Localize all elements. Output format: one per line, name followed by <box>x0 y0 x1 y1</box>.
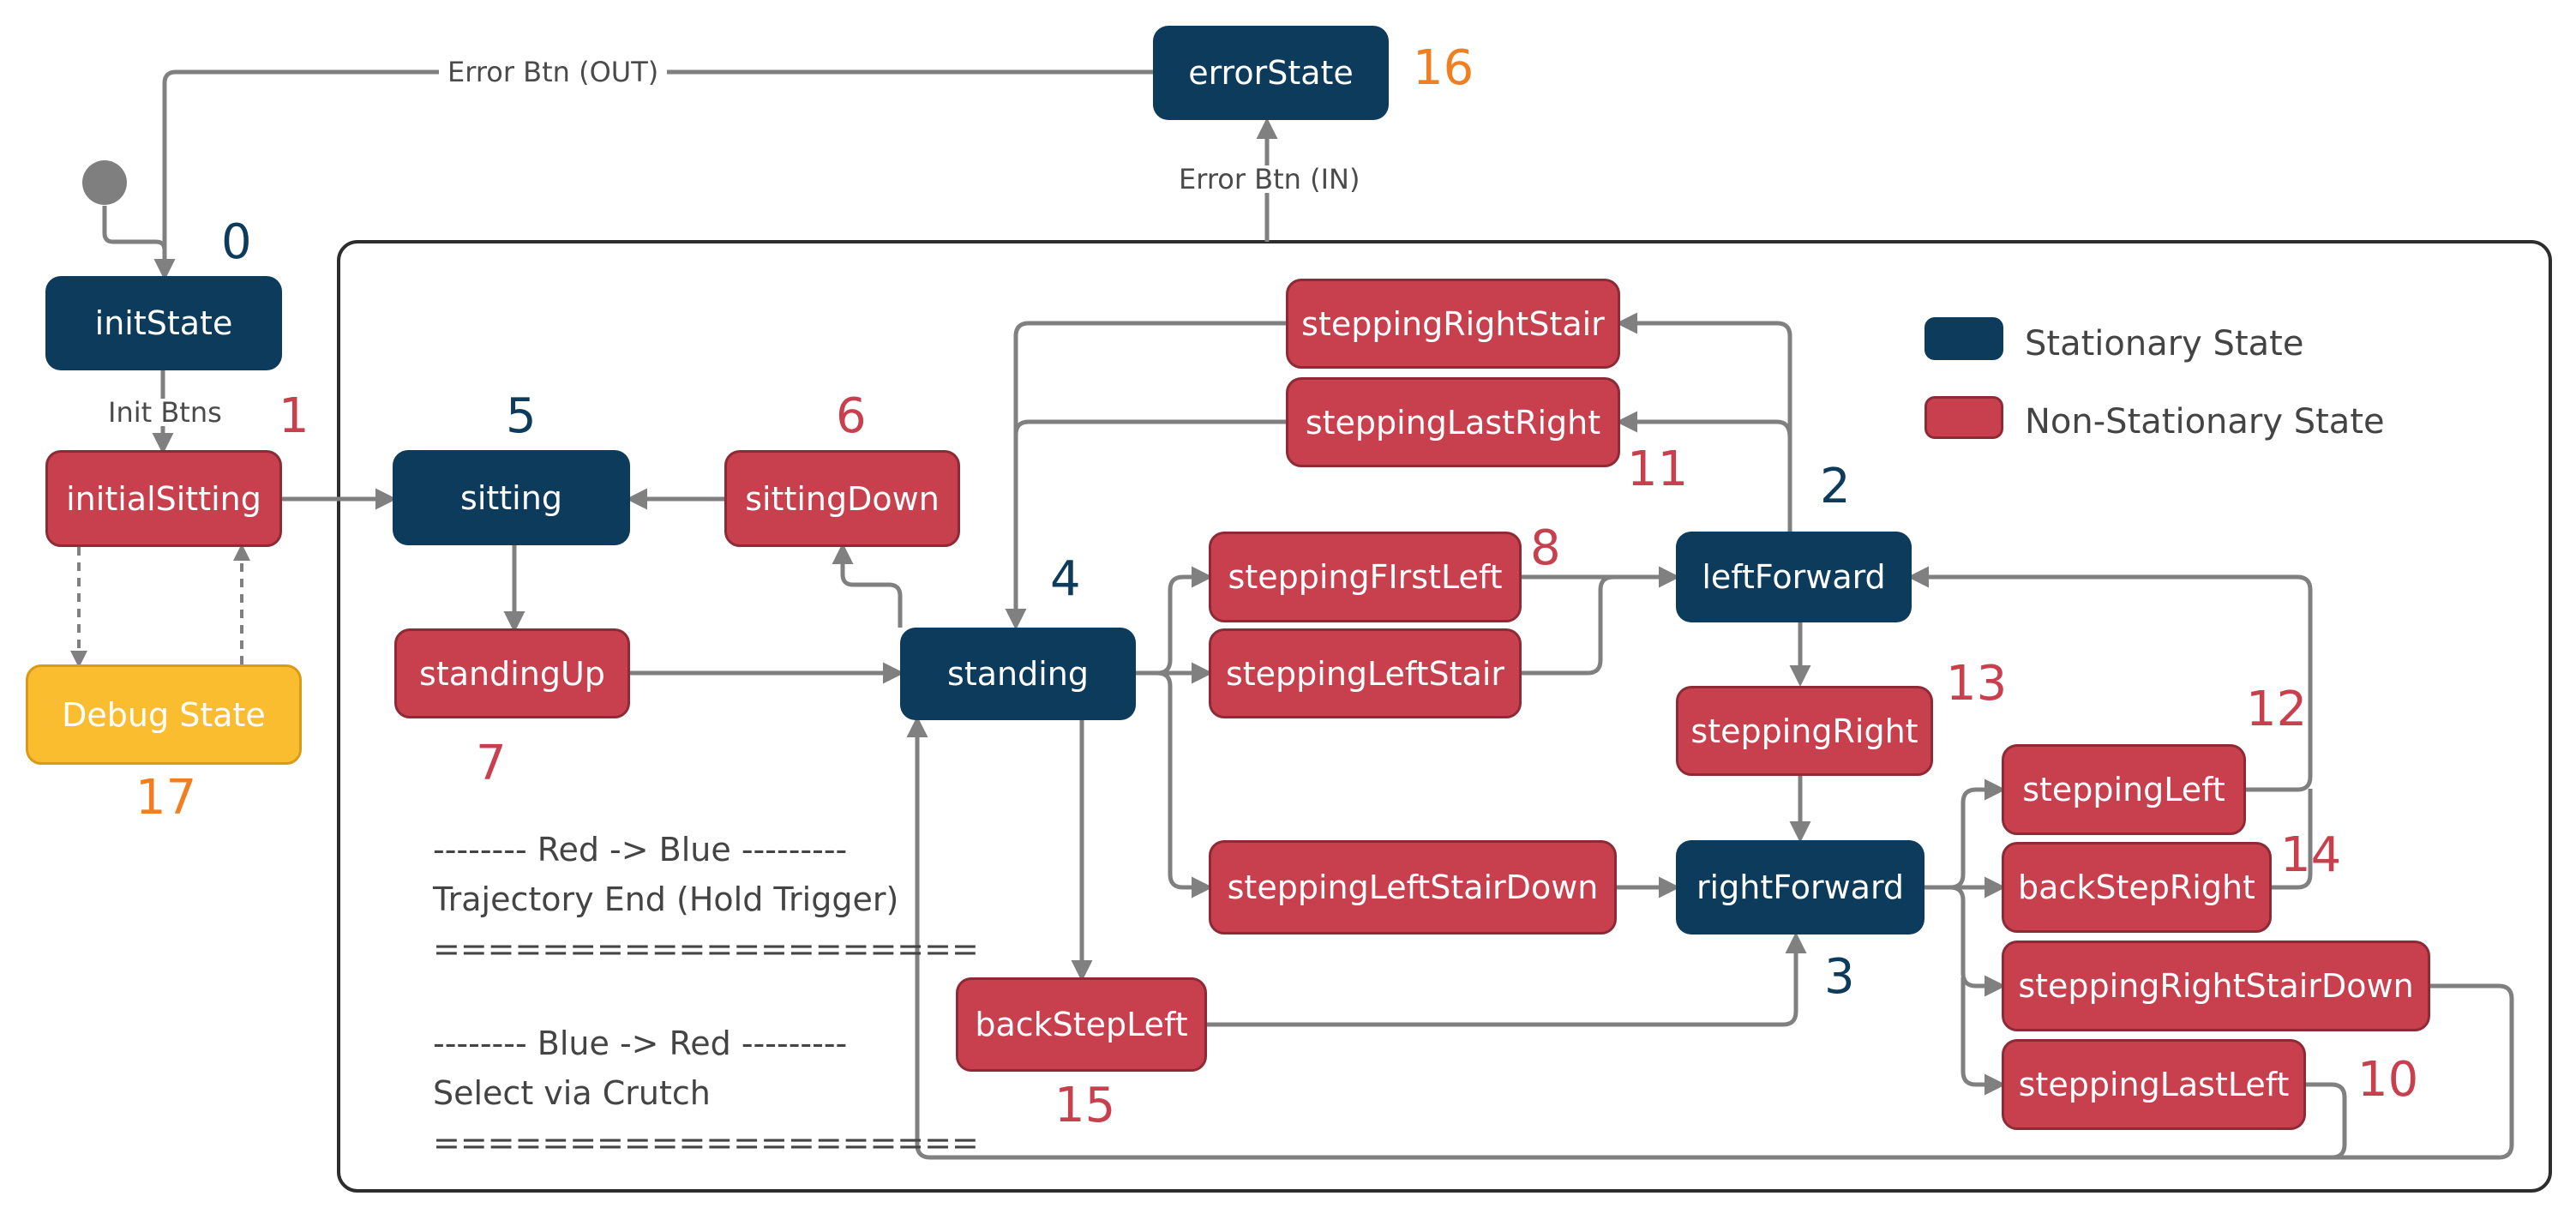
state-number-steppinglastright: 11 <box>1627 442 1689 497</box>
note-blue-to-red-text: Select via Crutch <box>433 1074 711 1112</box>
state-initstate: initState <box>45 276 282 370</box>
state-steppingleftstair: steppingLeftStair <box>1209 628 1522 718</box>
state-label: standingUp <box>419 654 605 693</box>
state-standingup: standingUp <box>394 628 630 718</box>
state-steppingrightstairdown: steppingRightStairDown <box>2002 941 2430 1031</box>
state-label: steppingRightStairDown <box>2018 967 2414 1005</box>
note-red-to-blue-header: -------- Red -> Blue --------- <box>433 831 848 868</box>
state-label: initialSitting <box>66 479 261 518</box>
state-backstepright: backStepRight <box>2002 842 2272 933</box>
state-initialsitting: initialSitting <box>45 450 282 547</box>
state-rightforward: rightForward <box>1676 840 1924 935</box>
state-leftforward: leftForward <box>1676 532 1912 622</box>
state-backstepleft: backStepLeft <box>956 977 1207 1072</box>
state-steppingright: steppingRight <box>1676 686 1933 776</box>
edge-leftstair-leftforward <box>1522 574 1676 676</box>
note-red-to-blue-text: Trajectory End (Hold Trigger) <box>433 880 899 918</box>
edge-backstepright-leftforward <box>2272 789 2313 890</box>
edge-rightforward-lastleft <box>1961 977 2006 1096</box>
state-label: steppingLeftStairDown <box>1227 868 1599 906</box>
initial-pseudostate <box>82 160 127 205</box>
state-number-initstate: 0 <box>221 214 252 270</box>
state-steppingrightstair: steppingRightStair <box>1286 279 1620 369</box>
edge-leftforward-rightstair <box>1616 312 1792 532</box>
state-label: initState <box>94 304 233 342</box>
state-label: steppingLeftStair <box>1225 654 1505 693</box>
state-label: steppingLastLeft <box>2018 1066 2290 1103</box>
state-label: standing <box>947 655 1089 693</box>
state-sitting: sitting <box>393 450 630 545</box>
edge-lastleft-standing <box>2306 1082 2347 1160</box>
edge-standing-sittingdown <box>832 543 903 628</box>
note-blue-to-red-rule: ==================== <box>433 1124 979 1162</box>
state-number-errorstate: 16 <box>1413 40 1474 96</box>
legend-label-stationary: Stationary State <box>2025 324 2304 364</box>
state-steppingleft: steppingLeft <box>2002 744 2246 835</box>
edge-standing-firstleft <box>1136 566 1213 676</box>
state-number-steppingfirstleft: 8 <box>1530 520 1561 576</box>
edge-rightforward-rightstairdown <box>1949 885 2006 997</box>
state-label: steppingLastRight <box>1305 403 1601 442</box>
state-label: Debug State <box>62 695 266 734</box>
state-number-steppingright: 13 <box>1946 656 2008 712</box>
edge-rightforward-steppingleft <box>1924 778 2006 890</box>
state-label: backStepLeft <box>975 1006 1188 1043</box>
state-number-initialsitting: 1 <box>279 388 309 444</box>
superstate-container <box>337 240 2552 1193</box>
legend-swatch-stationary <box>1924 317 2003 360</box>
state-number-backstepleft: 15 <box>1054 1078 1116 1133</box>
edge-lastright-standing <box>1013 419 1286 436</box>
state-number-backstepright: 14 <box>2280 827 2342 883</box>
edge-steppingleft-leftforward <box>1907 566 2313 792</box>
state-number-debug: 17 <box>135 770 197 826</box>
edge-label-error-in: Error Btn (IN) <box>1170 165 1369 193</box>
state-label: backStepRight <box>2018 868 2255 906</box>
state-label: sitting <box>460 478 562 517</box>
state-label: sittingDown <box>745 479 940 518</box>
state-steppingfirstleft: steppingFIrstLeft <box>1209 532 1522 622</box>
edge-backstepleft-rightforward <box>1207 932 1807 1027</box>
state-steppinglastright: steppingLastRight <box>1286 377 1620 467</box>
state-standing: standing <box>900 628 1136 720</box>
state-number-standingup: 7 <box>476 736 507 791</box>
edge-label-init-btns: Init Btns <box>99 399 231 426</box>
state-steppinglastleft: steppingLastLeft <box>2002 1039 2306 1130</box>
state-number-leftforward: 2 <box>1820 459 1851 514</box>
state-errorstate: errorState <box>1153 26 1389 120</box>
state-number-standing: 4 <box>1050 551 1081 607</box>
state-number-sittingdown: 6 <box>836 388 867 444</box>
edge-standing-leftstairdown <box>1156 670 1213 898</box>
state-label: steppingRight <box>1690 712 1918 750</box>
state-debug: Debug State <box>26 664 302 765</box>
state-number-rightforward: 3 <box>1824 949 1855 1005</box>
state-label: leftForward <box>1702 558 1886 596</box>
note-blue-to-red-header: -------- Blue -> Red --------- <box>433 1025 848 1062</box>
edge-start-to-initstate <box>102 206 176 280</box>
note-red-to-blue-rule: ==================== <box>433 930 979 968</box>
state-label: steppingFIrstLeft <box>1228 558 1503 596</box>
state-label: errorState <box>1188 54 1354 92</box>
edge-rightstairdown-standing <box>906 716 2514 1160</box>
state-label: steppingLeft <box>2022 771 2225 808</box>
edge-label-error-out: Error Btn (OUT) <box>439 58 668 86</box>
state-number-sitting: 5 <box>506 388 537 444</box>
state-label: rightForward <box>1696 868 1905 906</box>
edge-leftforward-lastright <box>1616 411 1792 438</box>
state-number-steppinglastleft: 10 <box>2357 1052 2419 1108</box>
edge-rightstair-standing <box>1005 321 1286 630</box>
state-label: steppingRightStair <box>1301 304 1605 343</box>
state-number-steppingleft: 12 <box>2246 682 2308 737</box>
state-sittingdown: sittingDown <box>724 450 960 547</box>
edge-error-out <box>153 69 1153 280</box>
legend-label-non-stationary: Non-Stationary State <box>2025 402 2385 442</box>
state-steppingleftstairdown: steppingLeftStairDown <box>1209 840 1617 935</box>
legend-swatch-non-stationary <box>1924 396 2003 439</box>
